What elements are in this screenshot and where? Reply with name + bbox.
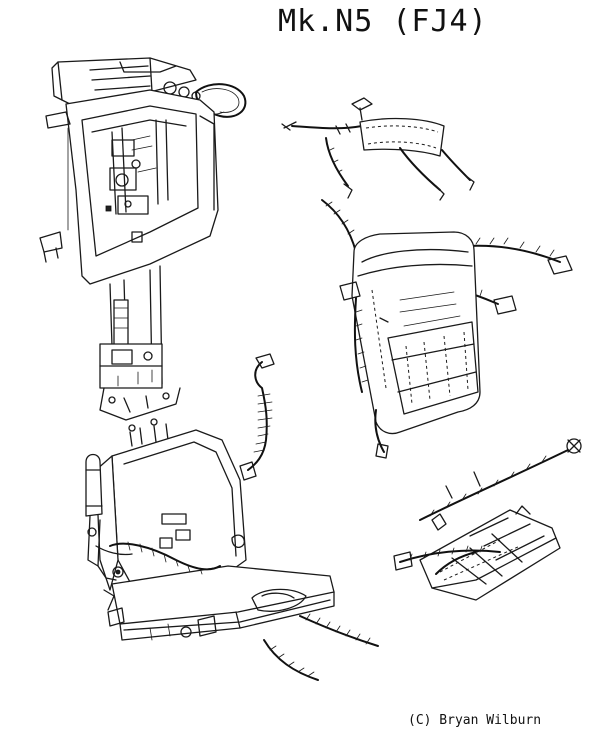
seat-bucket-lower-assembly xyxy=(85,418,379,681)
copyright-credit: (C) Bryan Wilburn xyxy=(408,713,542,728)
drawing-title: Mk.N5 (FJ4) xyxy=(278,4,488,39)
parachute-pack xyxy=(321,199,573,459)
catapult-gun-rails xyxy=(99,265,181,421)
survival-pack-with-leg-restraints xyxy=(393,438,582,601)
oxygen-hose xyxy=(239,353,275,481)
shoulder-harness xyxy=(281,97,475,201)
seat-upper-headbox-assembly xyxy=(39,57,247,285)
